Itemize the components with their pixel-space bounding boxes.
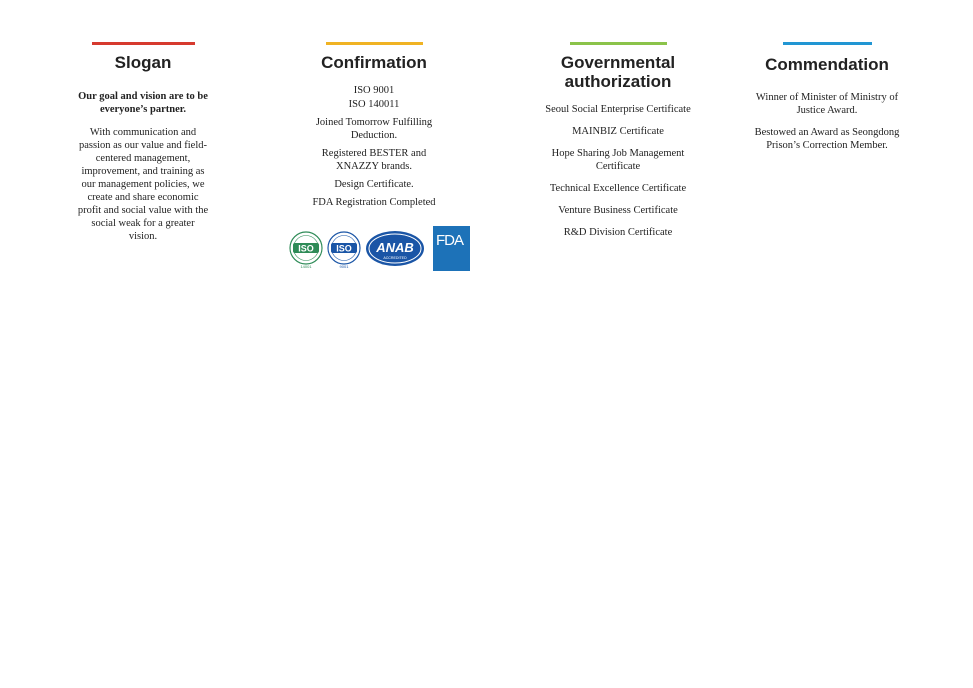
iso-logo-text: ISO: [298, 244, 314, 254]
iso-logo-text: ISO: [336, 244, 352, 254]
confirmation-list: ISO 9001 ISO 140011 Joined Tomorrow Fulf…: [300, 84, 448, 209]
confirmation-title: Confirmation: [321, 53, 427, 72]
list-item: R&D Division Certificate: [563, 227, 673, 238]
governmental-accent-bar: [569, 42, 667, 45]
list-item: ISO 9001: [353, 85, 395, 96]
confirmation-section: Confirmation ISO 9001 ISO 140011 Joined …: [300, 42, 448, 214]
slogan-lead: Our goal and vision are to be everyone’s…: [78, 91, 208, 115]
governmental-list: Seoul Social Enterprise Certificate MAIN…: [541, 103, 695, 239]
list-item: Venture Business Certificate: [558, 205, 678, 216]
list-item: Design Certificate.: [334, 179, 414, 190]
anab-logo-text: ANAB: [375, 240, 414, 255]
slogan-title: Slogan: [114, 53, 172, 72]
list-item: Hope Sharing Job Management Certificate: [551, 148, 685, 172]
commendation-accent-bar: [782, 42, 872, 45]
certification-logos: ISO 14001 ISO 9001 ANAB ACCREDITED FDA: [289, 226, 471, 272]
commendation-section: Commendation Winner of Minister of Minis…: [753, 42, 901, 161]
anab-logo-subtext: ACCREDITED: [383, 256, 407, 260]
iso-logo-number: 14001: [300, 264, 312, 269]
list-item: Joined Tomorrow Fulfilling Deduction.: [315, 117, 433, 141]
confirmation-accent-bar: [325, 42, 423, 45]
iso-logo-number: 9001: [340, 264, 350, 269]
list-item: MAINBIZ Certificate: [572, 126, 664, 137]
slogan-accent-bar: [91, 42, 195, 45]
slogan-text: With communication and passion as our va…: [77, 127, 209, 242]
list-item: Technical Excellence Certificate: [549, 183, 687, 194]
iso-14001-logo: ISO 14001: [289, 231, 323, 269]
list-item: Registered BESTER and XNAZZY brands.: [321, 148, 427, 172]
fda-logo: FDA: [433, 226, 470, 271]
commendation-title: Commendation: [765, 55, 889, 74]
anab-accredited-logo: ANAB ACCREDITED: [366, 231, 424, 266]
list-item: Bestowed an Award as Seongdong Prison’s …: [754, 127, 900, 151]
commendation-list: Winner of Minister of Ministry of Justic…: [753, 91, 901, 152]
slogan-section: Slogan Our goal and vision are to be eve…: [77, 42, 209, 243]
list-item: Winner of Minister of Ministry of Justic…: [755, 92, 899, 116]
fda-logo-text: FDA: [436, 232, 464, 249]
list-item: Seoul Social Enterprise Certificate: [545, 104, 691, 115]
list-item: FDA Registration Completed: [312, 197, 436, 208]
list-item: ISO 140011: [348, 99, 400, 110]
governmental-section: Governmental authorization Seoul Social …: [541, 42, 695, 248]
iso-9001-logo: ISO 9001: [327, 231, 361, 269]
governmental-title: Governmental authorization: [560, 53, 676, 91]
